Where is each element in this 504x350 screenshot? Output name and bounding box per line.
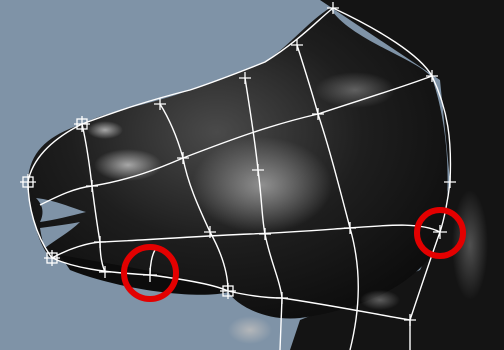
cross-marker[interactable]	[276, 292, 288, 304]
control-points[interactable]	[20, 2, 456, 326]
handle-jaw[interactable]	[220, 283, 236, 299]
neck-highlight	[452, 190, 488, 300]
cross-marker[interactable]	[259, 228, 271, 240]
wire-section-1[interactable]	[81, 123, 106, 273]
brow-highlight	[315, 72, 395, 108]
cross-marker[interactable]	[426, 70, 438, 82]
wire-section-2[interactable]	[159, 103, 229, 292]
cross-marker[interactable]	[312, 108, 324, 120]
cross-marker[interactable]	[404, 314, 416, 326]
throat-highlight	[228, 316, 272, 344]
cross-marker[interactable]	[252, 164, 264, 176]
highlight-circle-jaw	[121, 244, 179, 302]
handle-chin-front[interactable]	[44, 250, 60, 266]
mouth-opening-lower	[40, 222, 80, 248]
cross-marker[interactable]	[204, 226, 216, 238]
wire-section-4[interactable]	[296, 44, 359, 350]
cross-marker[interactable]	[86, 180, 98, 192]
mouth-opening	[36, 198, 86, 222]
handle-nose-front[interactable]	[20, 174, 36, 190]
wire-section-3[interactable]	[244, 77, 283, 350]
wireframe-cage[interactable]	[27, 7, 452, 350]
muzzle-highlight	[94, 149, 162, 181]
wire-back-contour[interactable]	[332, 7, 452, 350]
handle-nose-top[interactable]	[74, 116, 90, 132]
selected-point-throat[interactable]	[433, 225, 447, 239]
cross-marker[interactable]	[239, 72, 251, 84]
cross-marker[interactable]	[94, 236, 106, 248]
wire-line-upper[interactable]	[39, 75, 433, 206]
highlight-circle-throat	[414, 207, 466, 259]
cross-marker[interactable]	[99, 266, 111, 278]
selected-point-jaw[interactable]	[143, 268, 157, 282]
cross-marker[interactable]	[344, 222, 356, 234]
chin-highlight	[360, 290, 400, 310]
nose-highlight	[87, 121, 123, 139]
highlight-circles	[121, 207, 466, 302]
cheek-highlight	[192, 137, 332, 233]
wire-profile-top[interactable]	[27, 7, 334, 183]
cross-marker[interactable]	[154, 98, 166, 110]
cross-marker[interactable]	[291, 39, 303, 51]
neck-mass	[290, 0, 504, 350]
cross-marker[interactable]	[177, 152, 189, 164]
cross-marker[interactable]	[327, 2, 339, 14]
cross-marker[interactable]	[444, 176, 456, 188]
